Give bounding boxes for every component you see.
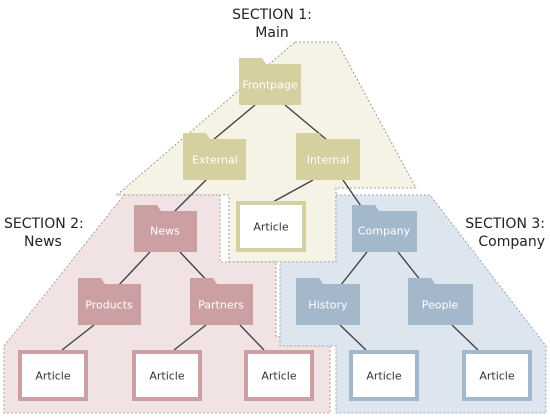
node-label: Partners (198, 299, 244, 312)
folder-icon (296, 133, 360, 180)
node-label: Frontpage (242, 79, 298, 92)
edge-news-products (117, 251, 151, 287)
node-label: Internal (307, 154, 349, 167)
node-partners[interactable]: Partners (190, 278, 253, 325)
node-label: News (150, 225, 180, 238)
node-label: Article (149, 370, 185, 383)
edge-products-article (61, 324, 95, 351)
section-company-caption: SECTION 3: Company (465, 216, 545, 250)
edge-people-article (451, 324, 479, 351)
node-label: External (192, 154, 238, 167)
node-frontpage[interactable]: Frontpage (239, 58, 301, 105)
node-label: Article (479, 370, 515, 383)
edge-frontpage-external (212, 104, 256, 141)
edge-history-article (339, 324, 367, 351)
node-partners-article[interactable]: Article (244, 350, 314, 401)
folder-icon (78, 278, 141, 325)
section-name: News (24, 234, 62, 250)
node-history[interactable]: History (296, 278, 360, 325)
section-main-region (115, 41, 417, 263)
node-company[interactable]: Company (352, 205, 417, 252)
folder-icon (239, 58, 301, 105)
article-box (236, 201, 306, 252)
node-internal-article[interactable]: Article (236, 201, 306, 252)
article-box (462, 350, 532, 401)
section-name: Main (255, 25, 288, 41)
node-label: Company (358, 225, 411, 238)
folder-icon (190, 278, 253, 325)
node-products-article[interactable]: Article (18, 350, 88, 401)
edge-company-history (339, 251, 368, 287)
node-people[interactable]: People (408, 278, 473, 325)
node-news-article-mid[interactable]: Article (132, 350, 202, 401)
node-label: People (422, 299, 459, 312)
section-heading: SECTION 2: (4, 216, 84, 232)
node-label: Article (35, 370, 71, 383)
article-box (132, 350, 202, 401)
node-external[interactable]: External (183, 133, 246, 180)
node-history-article[interactable]: Article (349, 350, 419, 401)
node-people-article[interactable]: Article (462, 350, 532, 401)
section-heading: SECTION 3: (465, 216, 545, 232)
tree-edges (61, 104, 479, 351)
node-label: Products (85, 299, 133, 312)
node-label: Article (366, 370, 402, 383)
article-box (244, 350, 314, 401)
node-news[interactable]: News (134, 205, 197, 252)
section-main-caption: SECTION 1: Main (232, 7, 312, 41)
edge-internal-article (270, 179, 314, 204)
section-name: Company (478, 234, 545, 250)
folder-icon (352, 205, 417, 252)
edge-partners-article-mid (173, 324, 207, 351)
node-label: Article (261, 370, 297, 383)
folder-icon (408, 278, 473, 325)
node-label: Article (253, 221, 289, 234)
edge-external-news (173, 179, 207, 213)
section-news-caption: SECTION 2: News (4, 216, 84, 250)
node-internal[interactable]: Internal (296, 133, 360, 180)
folder-icon (296, 278, 360, 325)
edge-frontpage-internal (284, 104, 328, 141)
section-heading: SECTION 1: (232, 7, 312, 23)
node-label: History (308, 299, 348, 312)
article-box (18, 350, 88, 401)
article-box (349, 350, 419, 401)
folder-icon (134, 205, 197, 252)
node-products[interactable]: Products (78, 278, 141, 325)
edge-partners-article (239, 324, 265, 351)
folder-icon (183, 133, 246, 180)
